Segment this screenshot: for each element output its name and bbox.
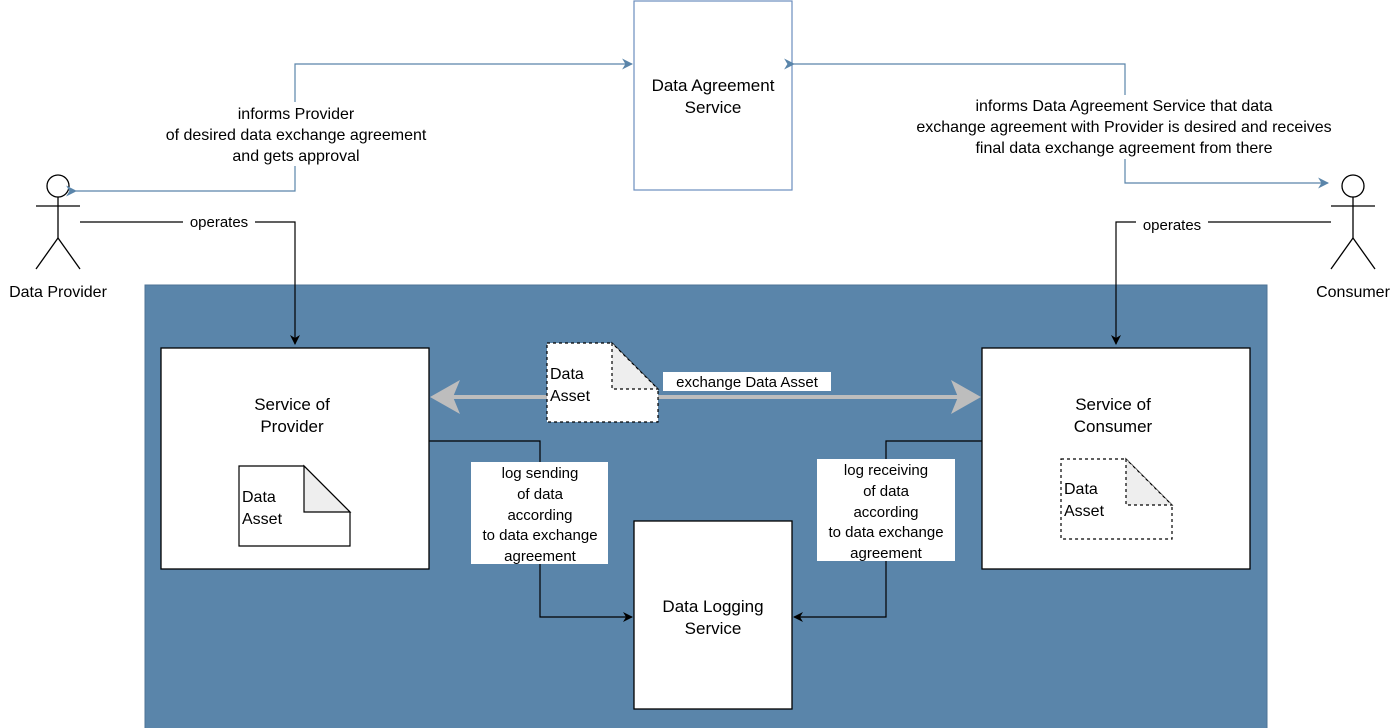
exchanged-asset-label-2: Asset <box>550 388 591 405</box>
consumer-agreement-label-line: final data exchange agreement from there <box>975 140 1272 157</box>
provider-agreement-label: informs Provider of desired data exchang… <box>152 102 440 166</box>
data-logging-service-label-2: Service <box>685 619 742 638</box>
data-agreement-service-node[interactable]: Data Agreement Service <box>633 0 793 191</box>
consumer-data-asset-document[interactable]: Data Asset <box>1060 457 1174 540</box>
provider-agreement-label-line: of desired data exchange agreement <box>166 127 427 144</box>
consumer-asset-label-2: Asset <box>1064 503 1105 520</box>
provider-data-asset-document[interactable]: Data Asset <box>238 464 352 547</box>
consumer-agreement-label-line: informs Data Agreement Service that data <box>975 98 1272 115</box>
consumer-log-label-line: of data <box>863 483 910 500</box>
provider-log-label-line: log sending <box>502 465 579 482</box>
data-provider-label: Data Provider <box>9 284 107 301</box>
consumer-log-label-line: agreement <box>850 545 923 562</box>
consumer-label: Consumer <box>1316 284 1390 301</box>
consumer-operates-label: operates <box>1136 215 1208 234</box>
service-of-consumer-label-1: Service of <box>1075 395 1151 414</box>
consumer-agreement-label-line: exchange agreement with Provider is desi… <box>916 119 1331 136</box>
provider-agreement-label-line: and gets approval <box>232 148 359 165</box>
service-of-provider-label-2: Provider <box>260 417 324 436</box>
consumer-log-label-line: to data exchange <box>828 524 943 541</box>
exchanged-data-asset-document[interactable]: Data Asset <box>546 341 660 423</box>
consumer-asset-label-1: Data <box>1064 481 1098 498</box>
consumer-actor[interactable] <box>1330 174 1376 270</box>
provider-operates-text: operates <box>190 214 248 231</box>
service-of-provider-label-1: Service of <box>254 395 330 414</box>
provider-agreement-label-line: informs Provider <box>238 106 355 123</box>
exchange-data-asset-edge[interactable] <box>430 380 981 414</box>
provider-log-label-line: according <box>507 507 572 524</box>
consumer-log-label-line: according <box>853 504 918 521</box>
consumer-log-label: log receiving of data according to data … <box>817 459 955 562</box>
provider-asset-label-2: Asset <box>242 511 283 528</box>
data-agreement-service-label-1: Data Agreement <box>652 76 775 95</box>
consumer-operates-edge[interactable] <box>1111 221 1331 345</box>
provider-log-label-line: agreement <box>504 548 577 565</box>
provider-log-label-line: to data exchange <box>482 527 597 544</box>
consumer-operates-text: operates <box>1143 217 1201 234</box>
provider-log-label: log sending of data according to data ex… <box>471 462 608 565</box>
data-logging-service-label-1: Data Logging <box>662 597 763 616</box>
consumer-agreement-label: informs Data Agreement Service that data… <box>898 95 1352 159</box>
exchange-label: exchange Data Asset <box>663 372 831 391</box>
service-of-consumer-label-2: Consumer <box>1074 417 1153 436</box>
exchanged-asset-label-1: Data <box>550 366 584 383</box>
exchange-label-text: exchange Data Asset <box>676 374 819 391</box>
data-logging-service-node[interactable]: Data Logging Service <box>633 520 793 710</box>
provider-log-label-line: of data <box>517 486 564 503</box>
provider-operates-label: operates <box>183 212 255 231</box>
consumer-log-label-line: log receiving <box>844 462 928 479</box>
provider-asset-label-1: Data <box>242 489 276 506</box>
data-provider-actor[interactable] <box>35 174 81 270</box>
data-agreement-service-label-2: Service <box>685 98 742 117</box>
provider-operates-edge[interactable] <box>80 221 300 345</box>
